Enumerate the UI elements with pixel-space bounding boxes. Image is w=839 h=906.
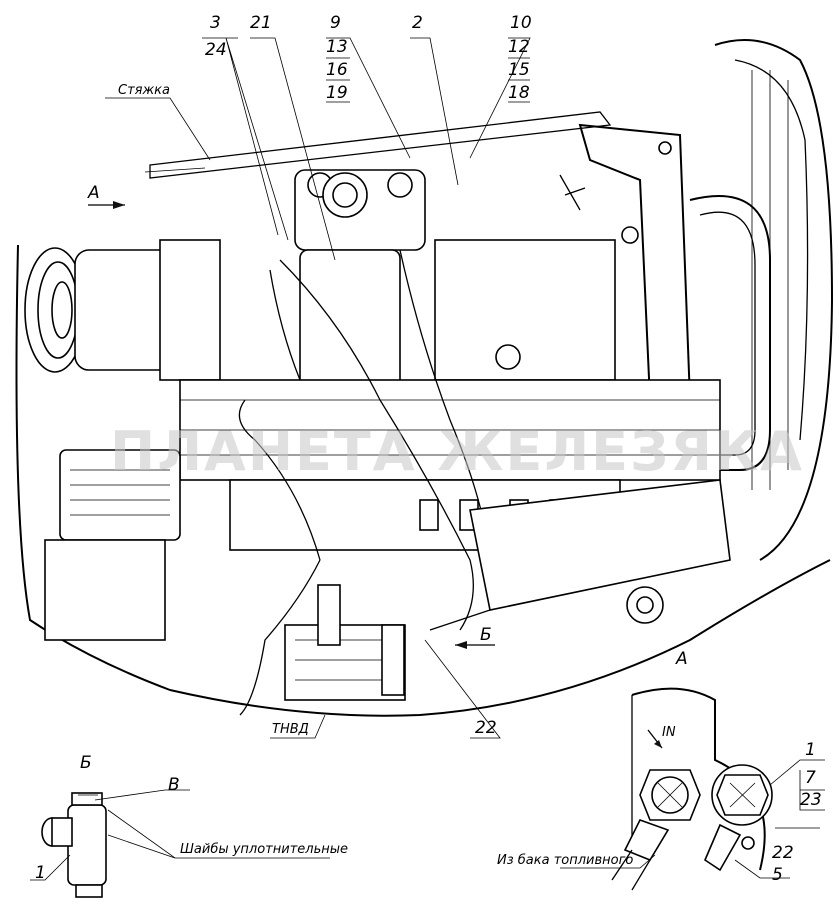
callout-2: 2: [412, 13, 423, 33]
callout-7: 7: [805, 768, 816, 788]
callout-22-a: 22: [772, 843, 794, 863]
in-mark: IN: [662, 725, 676, 740]
detail-view-b: Б: [30, 753, 330, 898]
watermark: ПЛАНЕТА ЖЕЛЕЗЯКА: [110, 420, 804, 483]
label-from-tank: Из бака топливного: [497, 853, 633, 868]
view-a-arrow-label: А: [87, 183, 100, 203]
detail-view-a: А IN: [560, 649, 825, 891]
label-washers: Шайбы уплотнительные: [180, 842, 348, 857]
callout-v: В: [168, 775, 180, 795]
callout-21: 21: [250, 13, 272, 33]
callout-5: 5: [772, 865, 783, 885]
callout-16: 16: [326, 60, 348, 80]
callouts-view-a: 1 7 23 22 5: [772, 740, 822, 885]
callout-10: 10: [510, 13, 532, 33]
callouts-view-b: В 1: [35, 775, 180, 883]
callouts-main: 3 24 21 9 13 16 19 2 10 12 15 18 22: [205, 13, 532, 738]
engine-main-view: [15, 39, 834, 717]
callout-19: 19: [326, 83, 348, 103]
label-styazhka: Стяжка: [118, 83, 170, 98]
label-tnvd: ТНВД: [272, 722, 309, 737]
callout-24: 24: [205, 40, 227, 60]
callout-13: 13: [326, 37, 348, 57]
callout-3: 3: [210, 13, 221, 33]
callout-9: 9: [330, 13, 341, 33]
callout-1-b: 1: [35, 863, 46, 883]
callout-23: 23: [800, 790, 822, 810]
view-a-title: А: [675, 649, 688, 669]
callout-18: 18: [508, 83, 530, 103]
callout-22-main: 22: [475, 718, 497, 738]
callout-12: 12: [508, 37, 530, 57]
view-b-title: Б: [80, 753, 92, 773]
callout-1-a: 1: [805, 740, 816, 760]
callout-15: 15: [508, 60, 530, 80]
view-b-arrow-label: Б: [480, 625, 492, 645]
leader-lines: [105, 37, 531, 739]
